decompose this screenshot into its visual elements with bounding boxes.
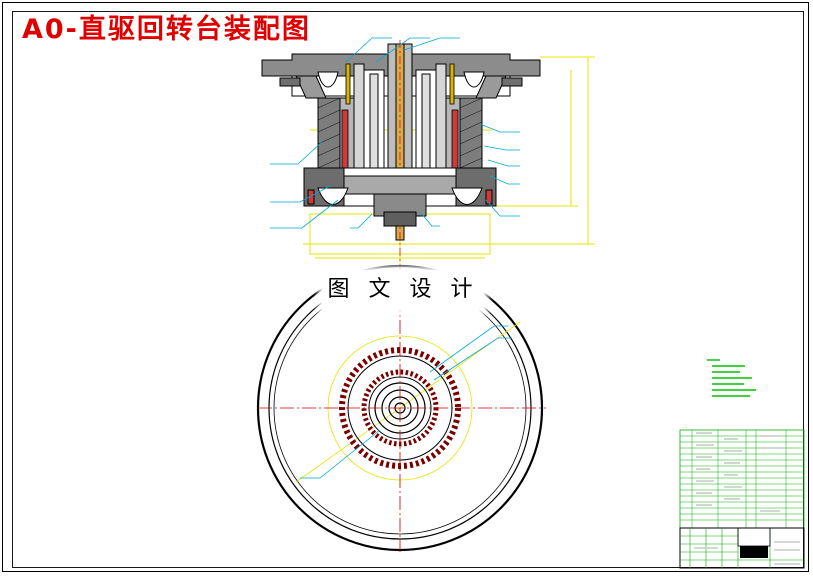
technical-notes: [707, 359, 756, 397]
watermark-text: 图 文 设 计: [322, 270, 484, 310]
plan-view: [256, 264, 546, 552]
title-block: [679, 527, 805, 569]
parts-list-table: [679, 429, 805, 529]
section-view: [261, 37, 595, 270]
leader-lines: [270, 37, 520, 229]
drawing-frame: [12, 11, 804, 568]
drawing-title: A0-直驱回转台装配图: [22, 14, 311, 45]
